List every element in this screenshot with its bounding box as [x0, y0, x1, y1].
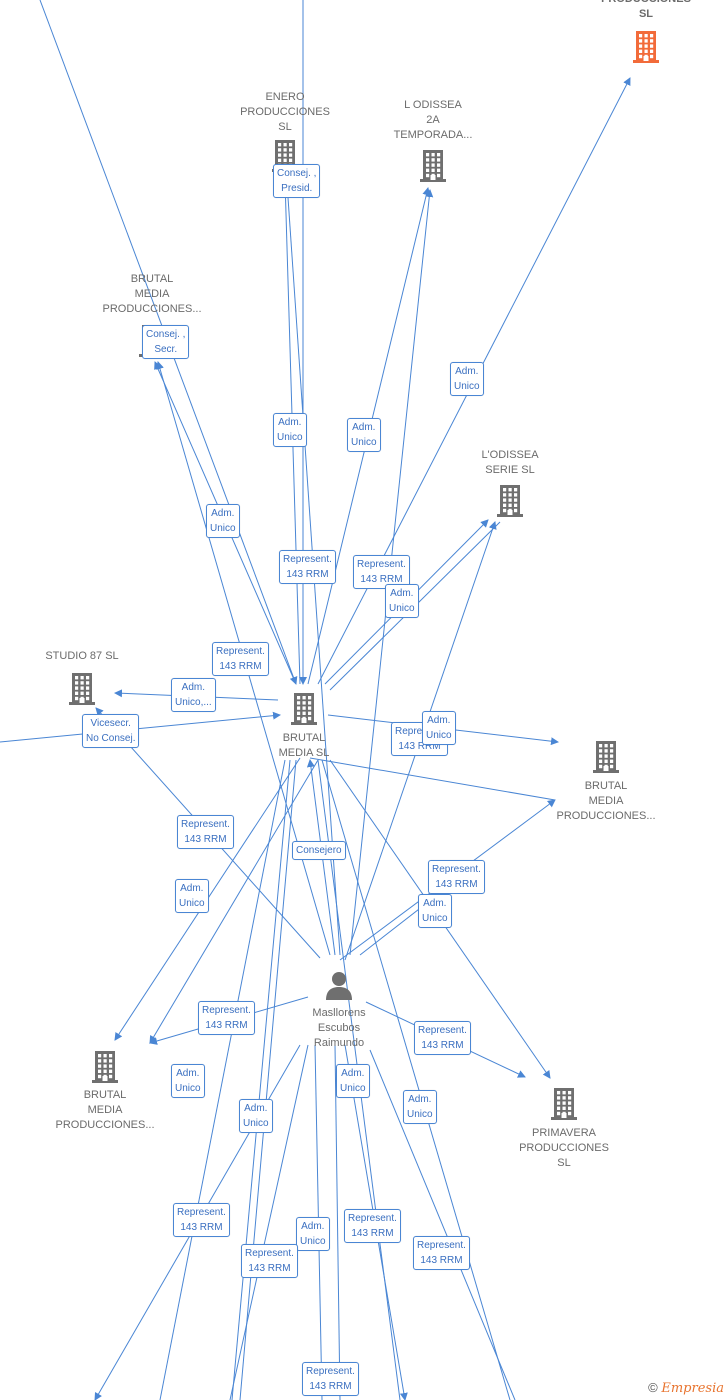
relation-label[interactable]: Represent. 143 RRM — [177, 815, 234, 849]
relation-label[interactable]: Represent. 143 RRM — [302, 1362, 359, 1396]
building-icon[interactable] — [288, 691, 320, 725]
relation-label[interactable]: Represent. 143 RRM — [428, 860, 485, 894]
edge-line — [229, 1044, 309, 1400]
building-icon[interactable] — [66, 671, 98, 705]
relation-label[interactable]: Adm. Unico — [418, 894, 452, 928]
node-label[interactable]: L ODISSEA 2A TEMPORADA... — [393, 99, 473, 141]
building-icon[interactable] — [548, 1086, 580, 1120]
edge-line — [159, 759, 286, 1400]
relation-label[interactable]: Adm. Unico — [450, 362, 484, 396]
edge-line — [309, 757, 556, 801]
relation-label[interactable]: Adm. Unico — [206, 504, 240, 538]
edge-line — [149, 759, 319, 1044]
relation-label[interactable]: Consejero — [292, 841, 346, 860]
relation-label[interactable]: Represent. 143 RRM — [198, 1001, 255, 1035]
relation-label[interactable]: Adm. Unico — [403, 1090, 437, 1124]
node-label[interactable]: BRUTAL MEDIA PRODUCCIONES... — [55, 1089, 155, 1131]
relation-label[interactable]: Represent. 143 RRM — [212, 642, 269, 676]
relation-label[interactable]: Adm. Unico — [296, 1217, 330, 1251]
edge-line — [321, 759, 511, 1400]
relation-label[interactable]: Adm. Unico — [239, 1099, 273, 1133]
node-label[interactable]: PRODUCCIONES SL — [601, 0, 691, 20]
relation-label[interactable]: Represent. 143 RRM — [353, 555, 410, 589]
relation-label[interactable]: Consej. , Secr. — [142, 325, 190, 359]
copyright-symbol: © — [648, 1380, 658, 1395]
building-icon[interactable] — [630, 29, 662, 63]
building-icon[interactable] — [417, 148, 449, 182]
edge-line — [0, 711, 281, 743]
relation-label[interactable]: Represent. 143 RRM — [173, 1203, 230, 1237]
relation-label[interactable]: Represent. 143 RRM — [344, 1209, 401, 1243]
relation-label[interactable]: Adm. Unico — [273, 413, 307, 447]
relation-label[interactable]: Adm. Unico — [422, 711, 456, 745]
node-label[interactable]: L'ODISSEA SERIE SL — [481, 449, 539, 476]
relation-label[interactable]: Represent. 143 RRM — [414, 1021, 471, 1055]
relation-label[interactable]: Adm. Unico — [347, 418, 381, 452]
copyright-footer: © Empresia — [648, 1380, 724, 1396]
node-label[interactable]: PRIMAVERA PRODUCCIONES SL — [519, 1127, 609, 1169]
edge-line — [239, 759, 297, 1400]
node-label[interactable]: BRUTAL MEDIA PRODUCCIONES... — [102, 273, 202, 315]
node-label[interactable]: BRUTAL MEDIA SL — [278, 732, 330, 759]
node-label[interactable]: Masllorens Escubos Raimundo — [312, 1007, 366, 1049]
edge-line — [369, 1049, 516, 1400]
relation-label[interactable]: Adm. Unico — [385, 584, 419, 618]
building-icon[interactable] — [494, 483, 526, 517]
node-label[interactable]: BRUTAL MEDIA PRODUCCIONES... — [556, 780, 656, 822]
relation-label[interactable]: Adm. Unico — [175, 879, 209, 913]
edge-line — [231, 759, 291, 1400]
brand-logo[interactable]: Empresia — [661, 1381, 724, 1396]
building-icon[interactable] — [89, 1049, 121, 1083]
relation-label[interactable]: Represent. 143 RRM — [279, 550, 336, 584]
relation-label[interactable]: Adm. Unico — [171, 1064, 205, 1098]
relation-label[interactable]: Vicesecr. No Consej. — [82, 714, 140, 748]
node-label[interactable]: ENERO PRODUCCIONES SL — [240, 91, 330, 133]
relation-label[interactable]: Consej. , Presid. — [273, 164, 321, 198]
relation-label[interactable]: Represent. 143 RRM — [413, 1236, 470, 1270]
building-icon[interactable] — [590, 739, 622, 773]
node-label[interactable]: STUDIO 87 SL — [45, 650, 119, 662]
relation-label[interactable]: Adm. Unico,... — [171, 678, 216, 712]
edge-line — [334, 1044, 341, 1400]
relation-label[interactable]: Adm. Unico — [336, 1064, 370, 1098]
relation-label[interactable]: Represent. 143 RRM — [241, 1244, 298, 1278]
person-icon[interactable] — [324, 970, 354, 1000]
